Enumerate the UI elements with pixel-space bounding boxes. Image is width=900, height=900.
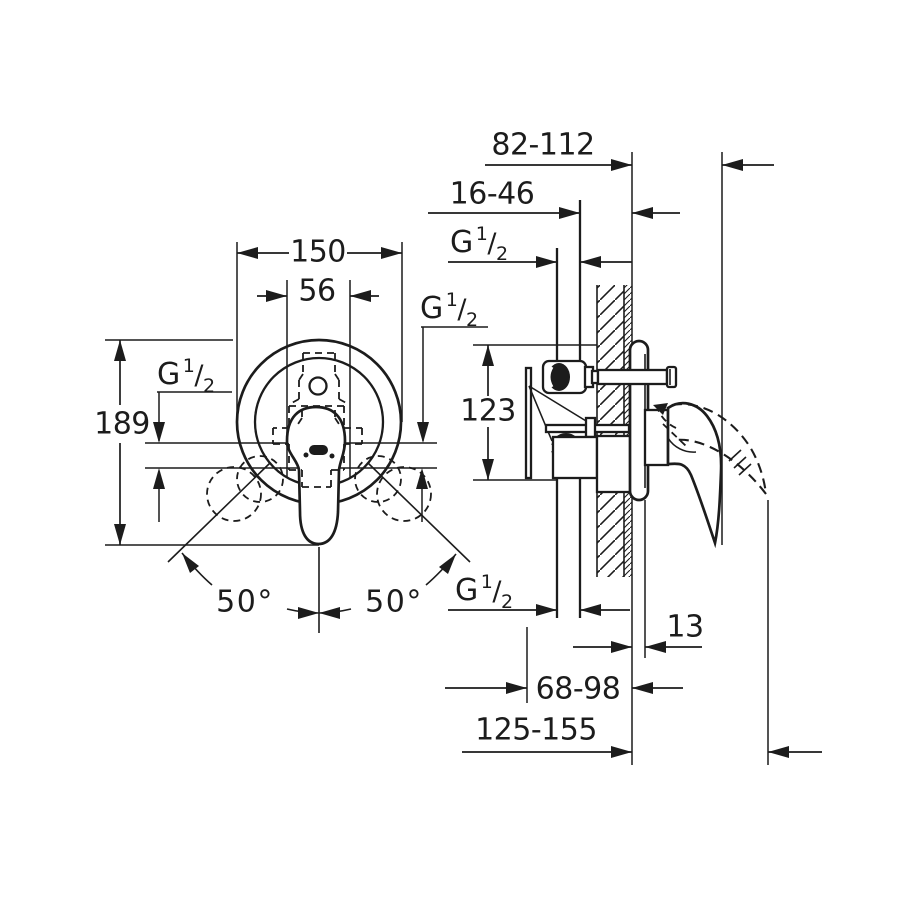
dimension-plate-depth: 13 xyxy=(573,500,704,658)
dim-label-125-155: 125-155 xyxy=(475,713,597,748)
cold-dot xyxy=(303,452,309,458)
through-wall-block xyxy=(595,434,633,494)
union-nut xyxy=(548,363,570,391)
dim-label-56: 56 xyxy=(298,274,335,309)
lever-side-open xyxy=(671,403,768,495)
valve-lower-housing xyxy=(551,435,599,480)
dim-label-189: 189 xyxy=(94,407,150,442)
lever-front xyxy=(285,405,347,546)
fixing-screw-shaft xyxy=(596,368,669,386)
hidden-cartridge-outline xyxy=(272,405,363,488)
hot-dot xyxy=(329,453,335,459)
dimension-depth-closed: 82-112 xyxy=(485,128,774,171)
thread-numerator: 1 xyxy=(476,223,488,245)
spindle-screw xyxy=(308,376,328,396)
union-nut-highlight xyxy=(547,366,554,388)
dimension-plate-diameter: 150 xyxy=(236,235,403,422)
dim-label-13: 13 xyxy=(666,610,703,645)
side-view xyxy=(524,200,768,618)
mounting-plate xyxy=(524,366,533,480)
rotation-indicator xyxy=(653,403,697,453)
dim-label-68-98: 68-98 xyxy=(536,672,621,707)
dim-label-150: 150 xyxy=(290,235,346,270)
dim-label-82-112: 82-112 xyxy=(491,128,594,163)
dimension-height: 189 xyxy=(94,339,319,546)
hidden-spindle xyxy=(289,352,349,405)
thread-denominator: 2 xyxy=(496,243,508,265)
dimension-body-depth: 68-98 xyxy=(445,627,683,707)
dim-label-16-46: 16-46 xyxy=(450,177,535,212)
dimension-port-span: 123 xyxy=(460,344,597,481)
lever-side-closed xyxy=(666,401,723,549)
dimension-swing-angles: 50° 50° xyxy=(167,462,471,633)
dim-label-angle-right: 50° xyxy=(365,585,423,620)
lever-logo-mark xyxy=(309,445,328,455)
dim-label-angle-left: 50° xyxy=(216,585,274,620)
top-supply-pipe xyxy=(555,200,582,361)
lever-swing-positions xyxy=(206,455,432,522)
dim-label-123: 123 xyxy=(460,394,516,429)
stop-block xyxy=(584,416,597,439)
thread-letter: G xyxy=(450,225,473,260)
dimension-inlet-depth: 16-46 xyxy=(428,177,680,219)
bottom-outlet-pipe xyxy=(555,478,582,618)
thread-slash: / xyxy=(487,228,497,259)
cartridge-housing xyxy=(643,408,670,467)
dimension-depth-open: 125-155 xyxy=(462,713,822,758)
front-view xyxy=(206,338,432,546)
fixing-screw-head xyxy=(665,365,678,389)
